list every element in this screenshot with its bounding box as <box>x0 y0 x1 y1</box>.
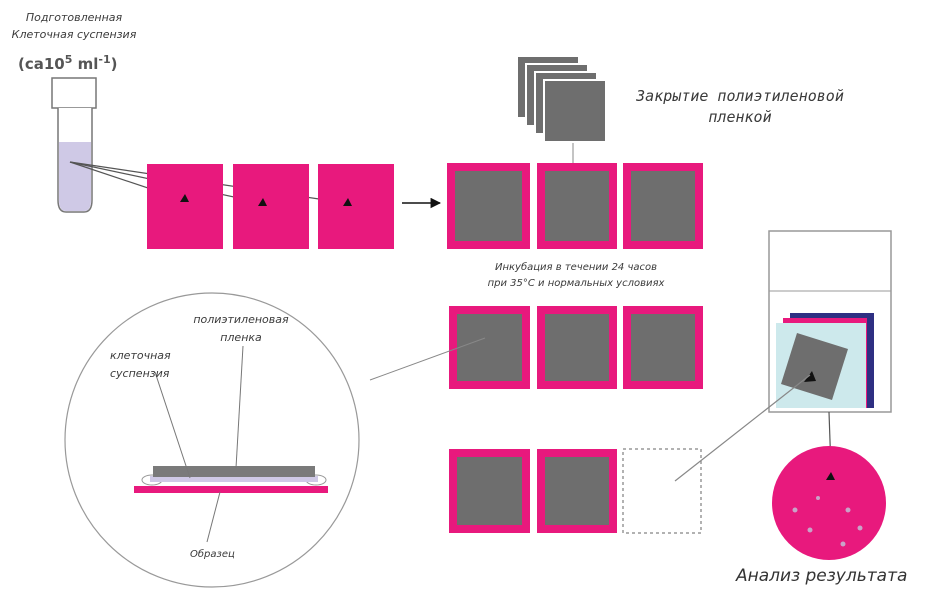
prepared-suspension-line1: Подготовленная <box>25 11 123 24</box>
polyethylene-film-line2: пленка <box>220 331 262 344</box>
colony <box>857 525 863 531</box>
inoculation-point <box>180 194 189 202</box>
film-layer <box>153 466 315 477</box>
test-tube <box>51 77 97 213</box>
incubation-line1: Инкубация в течении 24 часов <box>494 262 658 273</box>
film-cover-line2: пленкой <box>708 108 772 126</box>
colony <box>792 507 798 513</box>
cross-section-detail <box>64 292 360 588</box>
cell-suspension-line1: клеточная <box>110 349 171 362</box>
cell-suspension-label: клеточная суспензия <box>110 347 171 383</box>
concentration-base: (ca10 <box>18 55 65 73</box>
colony <box>816 496 820 500</box>
colony <box>845 507 851 513</box>
sample-layer <box>134 486 328 493</box>
polyethylene-film-line1: полиэтиленовая <box>193 313 289 326</box>
sample-in-bag <box>781 333 848 400</box>
concentration-unit-exponent: -1 <box>98 53 111 66</box>
film-cover-line1: Закрытие полиэтиленовой <box>636 87 844 105</box>
concentration-close: ) <box>110 55 118 73</box>
concentration-label: (ca105 ml-1) <box>18 53 118 73</box>
film-stack <box>516 55 607 163</box>
sample-square <box>318 164 394 249</box>
sample-row-covered <box>447 163 703 249</box>
analysis-connector <box>674 374 811 482</box>
sample-square <box>147 164 223 249</box>
inoculation-point <box>343 198 352 206</box>
prepared-suspension-line2: Клеточная суспензия <box>11 28 137 41</box>
result-analysis-label: Анализ результата <box>736 566 908 586</box>
cell-suspension-line2: суспензия <box>110 367 170 380</box>
colony <box>840 541 846 547</box>
cell-suspension-liquid <box>59 142 91 211</box>
concentration-exponent: 5 <box>64 53 73 66</box>
concentration-unit: ml <box>72 55 99 73</box>
film-cover-label: Закрытие полиэтиленовой пленкой <box>612 86 868 128</box>
incubation-label: Инкубация в течении 24 часов при 35°C и … <box>440 260 712 292</box>
suspension-layer <box>150 476 318 482</box>
prepared-suspension-label: Подготовленная Клеточная суспензия <box>4 9 144 43</box>
polyethylene-film-label: полиэтиленовая пленка <box>176 311 306 347</box>
sample-label: Образец <box>190 549 235 560</box>
sample-row-incubated <box>449 306 703 389</box>
sample-row-processing <box>449 448 702 534</box>
petri-dish <box>772 446 886 560</box>
sample-row-inoculated <box>147 164 394 249</box>
inoculation-point <box>258 198 267 206</box>
colony <box>807 527 813 533</box>
stomacher-bag <box>768 230 892 413</box>
removed-sample-placeholder <box>622 448 702 534</box>
test-tube-cap <box>51 77 97 109</box>
incubation-line2: при 35°C и нормальных условиях <box>487 278 665 289</box>
detail-connector <box>369 337 486 381</box>
sample-square <box>233 164 309 249</box>
